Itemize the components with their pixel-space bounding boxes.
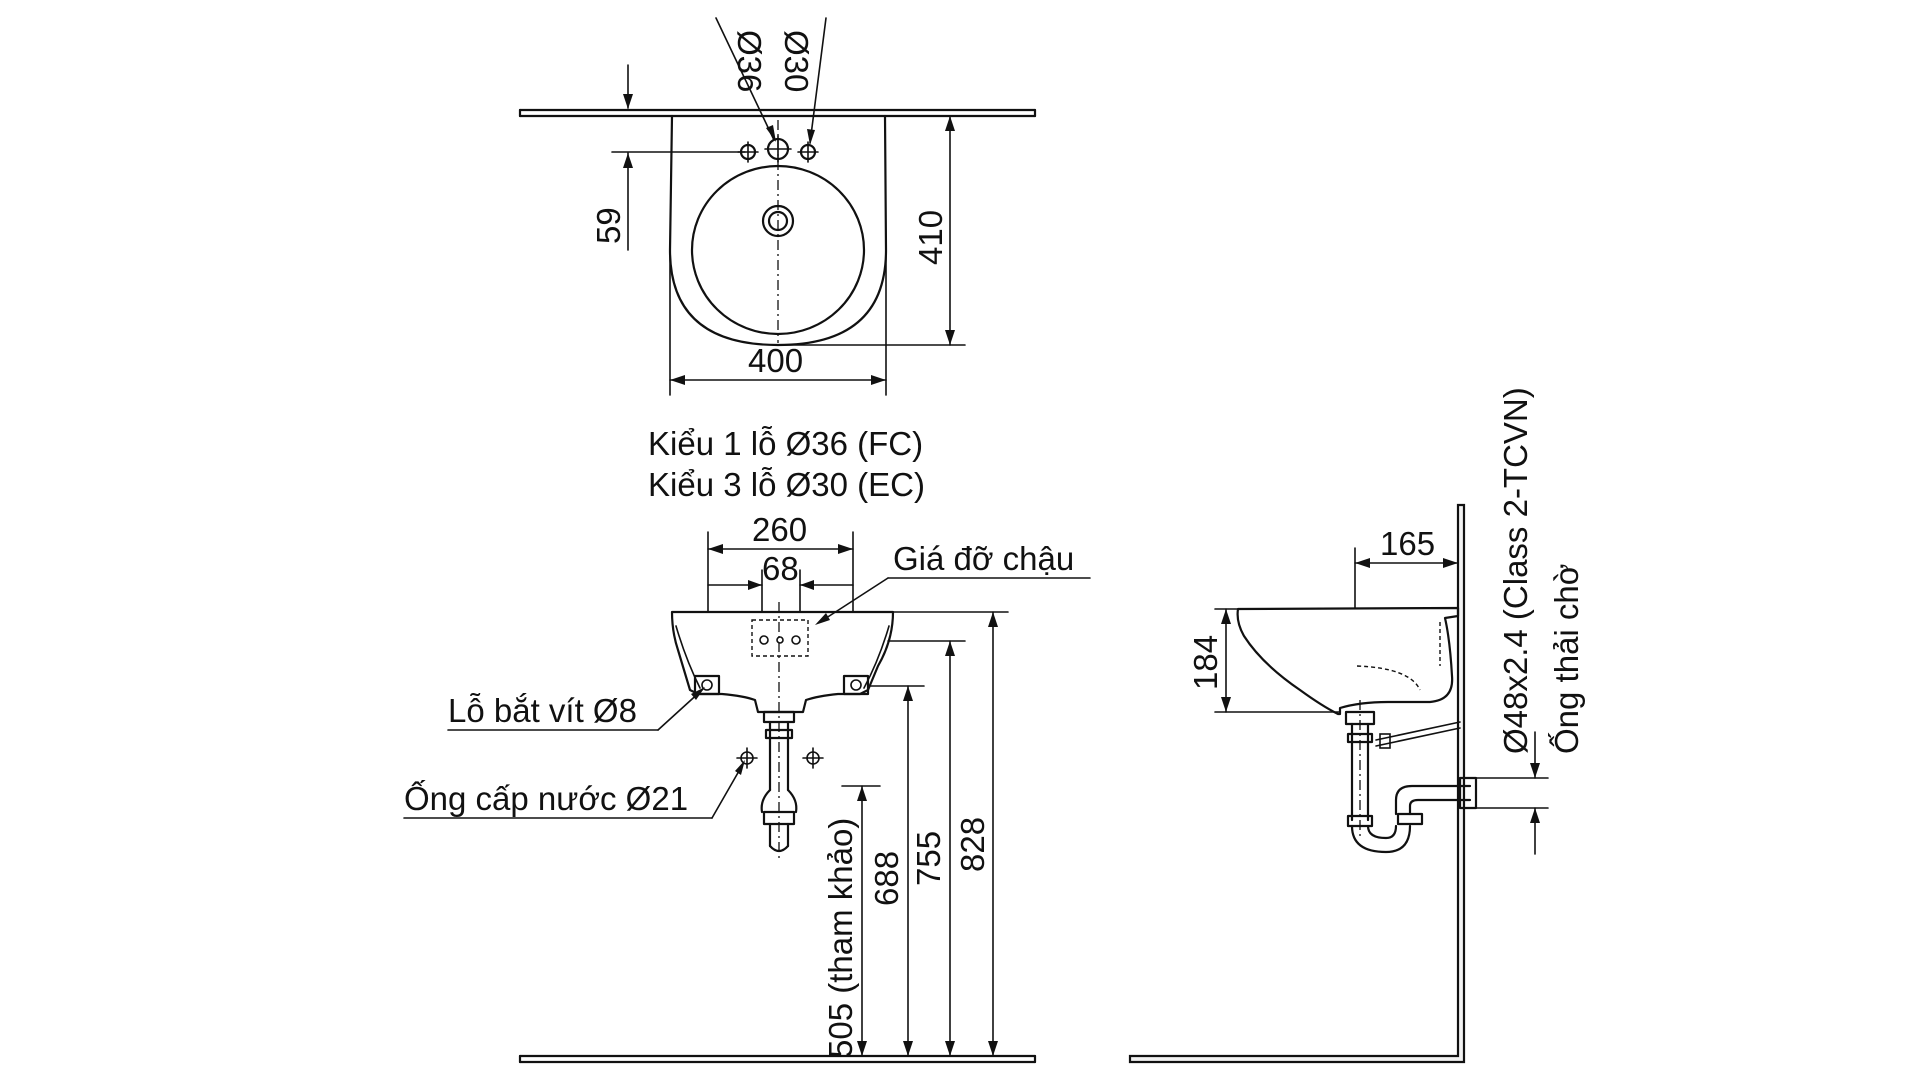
label-drain-pipe: Ống thải chờ (1547, 564, 1585, 754)
dim-165: 165 (1380, 525, 1435, 562)
dim-828: 828 (954, 817, 991, 872)
screw-hole-callout: Lỗ bắt vít Ø8 (447, 687, 705, 731)
dim-68: 68 (762, 550, 799, 587)
front-view: 260 68 (403, 511, 1091, 1064)
dim-260: 260 (752, 511, 807, 548)
label-water-pipe: Ống cấp nước Ø21 (404, 779, 688, 817)
supply-pipe-markers (736, 747, 824, 769)
basin-front-outline (670, 610, 895, 714)
basin-side-outline (1236, 606, 1460, 716)
type-note-2: Kiểu 3 lỗ Ø30 (EC) (648, 466, 925, 503)
hole-leaders: Ø36 Ø30 (715, 17, 827, 145)
dim-165-group: 165 (1354, 525, 1459, 609)
dim-688-group: 688 (867, 685, 925, 1057)
top-wall (518, 108, 1037, 118)
label-bracket: Giá đỡ chậu (893, 540, 1074, 577)
dim-505: 505 (tham khảo) (822, 818, 859, 1058)
dim-505-group: 505 (tham khảo) (822, 785, 881, 1058)
label-screw-hole: Lỗ bắt vít Ø8 (448, 692, 637, 729)
dim-755: 755 (910, 831, 947, 886)
screw-holes (693, 674, 870, 696)
basin-top-outline (668, 114, 888, 347)
dim-184: 184 (1187, 635, 1224, 690)
dim-59-group: 59 (590, 64, 746, 251)
dim-184-group: 184 (1187, 608, 1341, 713)
bracket-callout: Giá đỡ chậu (815, 540, 1091, 625)
dim-828-group: 828 (892, 611, 1009, 1057)
front-floor (518, 1054, 1037, 1064)
dim-400: 400 (748, 342, 803, 379)
top-view: Ø36 Ø30 59 410 400 (518, 17, 1037, 396)
dim-260-group: 260 (707, 511, 854, 613)
dim-410: 410 (912, 210, 949, 265)
dim-68-group: 68 (707, 550, 854, 613)
label-drain-spec: Ø48x2.4 (Class 2-TCVN) (1497, 387, 1534, 754)
dim-hole-small: Ø30 (778, 30, 815, 92)
type-notes: Kiểu 1 lỗ Ø36 (FC) Kiểu 3 lỗ Ø30 (EC) (648, 425, 925, 503)
basin-bracket (751, 619, 809, 657)
dim-410-group: 410 (779, 115, 966, 346)
dim-688: 688 (868, 851, 905, 906)
side-view: 165 184 (1128, 387, 1585, 1064)
side-wall-floor (1128, 503, 1466, 1064)
dim-59: 59 (590, 207, 627, 244)
type-note-1: Kiểu 1 lỗ Ø36 (FC) (648, 425, 923, 462)
dim-400-group: 400 (669, 251, 887, 396)
dim-drain-group: Ø48x2.4 (Class 2-TCVN) Ống thải chờ (1475, 387, 1585, 855)
dim-hole-large: Ø36 (731, 30, 768, 92)
water-pipe-callout: Ống cấp nước Ø21 (403, 760, 745, 819)
p-trap (1344, 710, 1478, 854)
dim-755-group: 755 (887, 640, 966, 1057)
